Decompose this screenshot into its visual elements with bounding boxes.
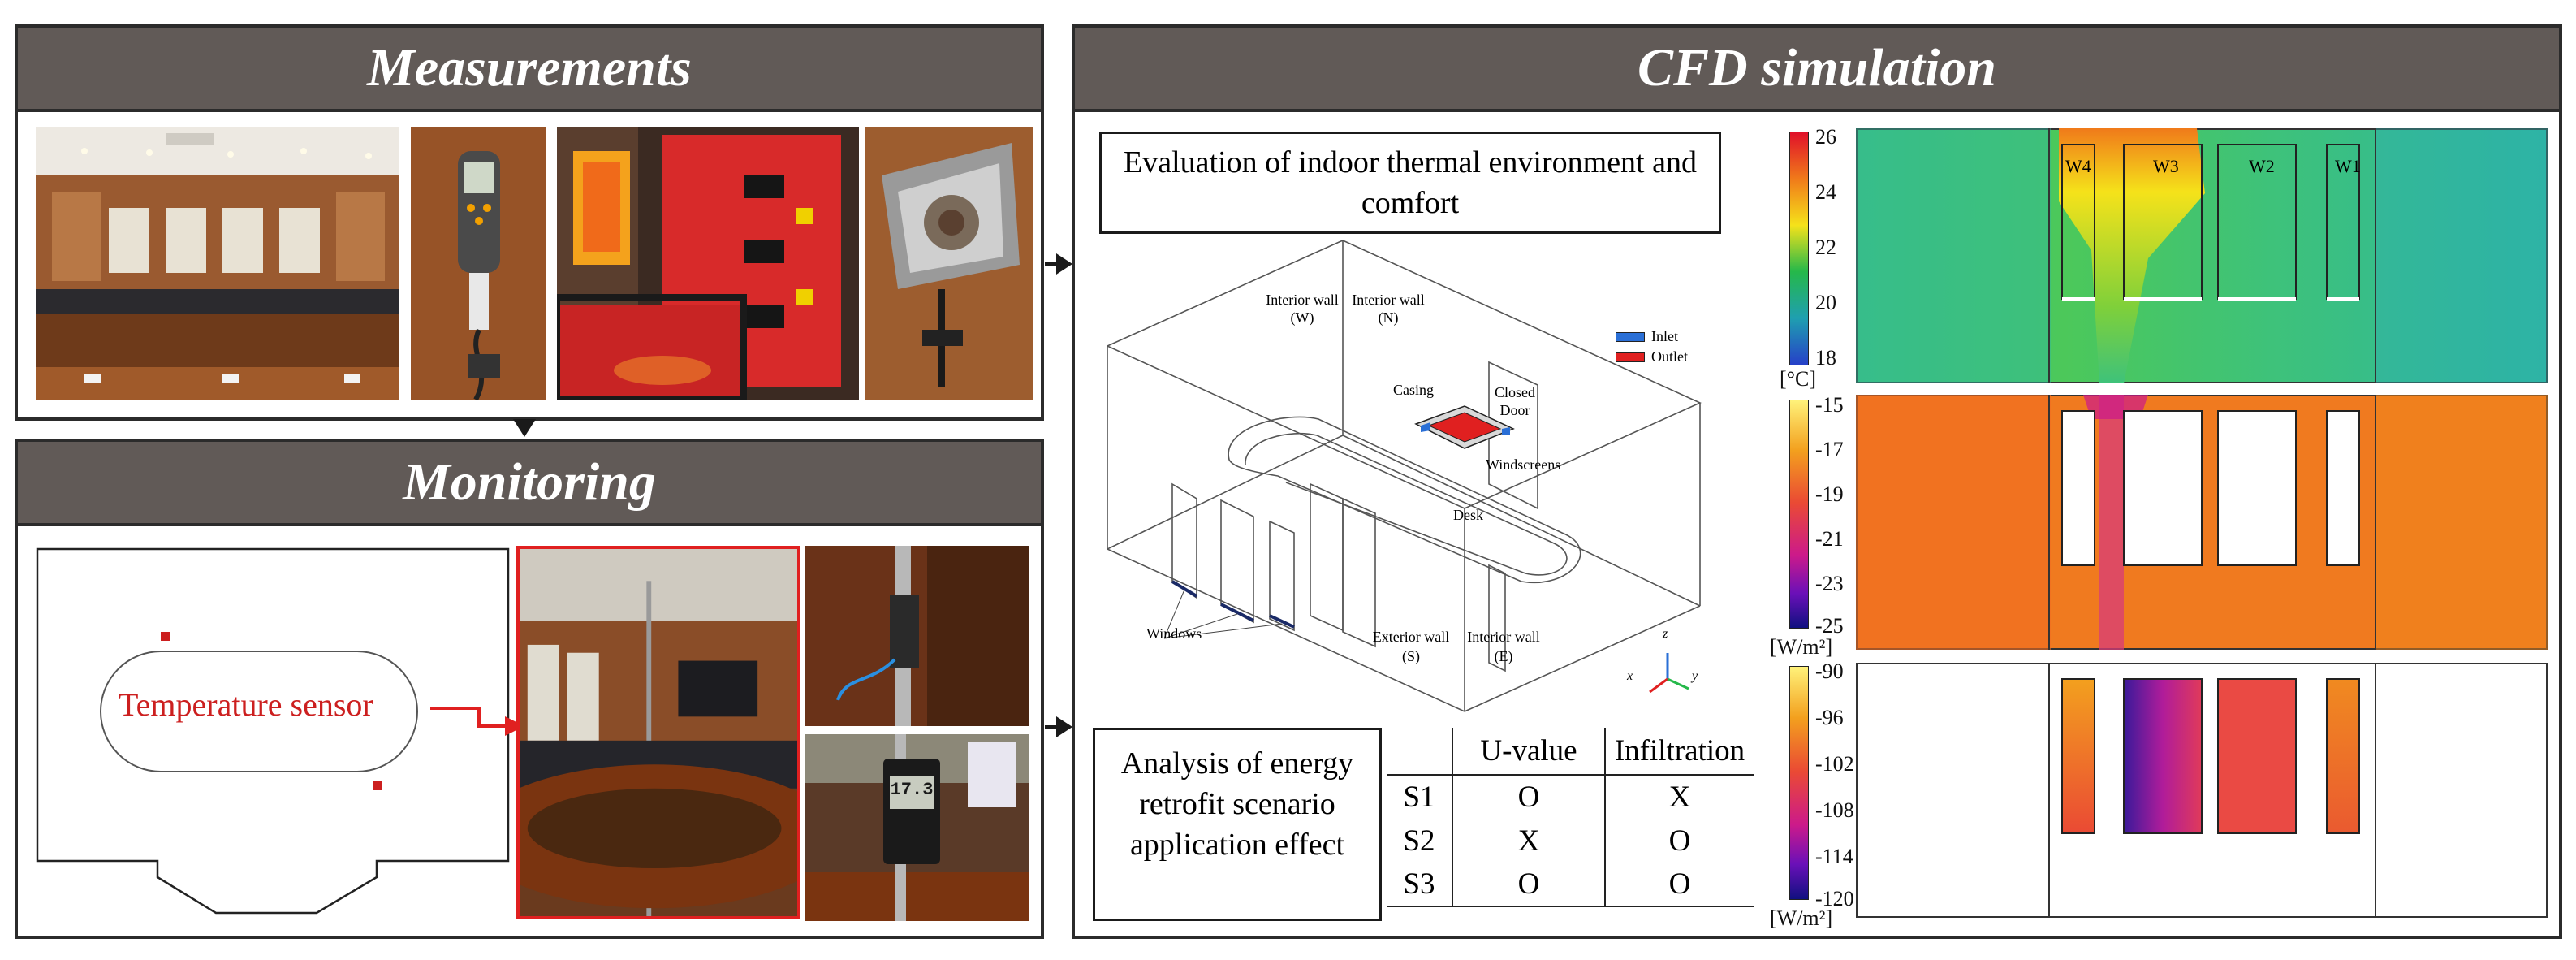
analysis-box: Analysis of energy retrofit scenario app… [1093,728,1382,921]
floor-plan [36,547,510,915]
temperature-sensor-label: Temperature sensor [119,686,373,723]
monitoring-title: Monitoring [18,442,1041,526]
room-isometric-diagram [1107,240,1702,712]
label-interior-wall-w: Interior wall (W) [1266,292,1339,326]
table-cell: X [1452,819,1606,863]
monitoring-room-photo [516,546,800,919]
temperature-contour-plot [1856,128,2548,383]
logger-reading: 17.3 [890,780,934,800]
table-header-cell [1387,728,1453,775]
data-logger-photo: 17.3 [805,734,1029,921]
label-interior-wall-n: Interior wall (N) [1352,292,1425,326]
outlet-swatch [1616,352,1645,362]
label-interior-wall-e: Interior wall (E) [1467,629,1540,664]
colorbar-tick: -120 [1815,887,1854,910]
cfd-title: CFD simulation [1075,28,2559,112]
colorbar-unit: [W/m²] [1770,635,1833,659]
wall-heatflux-contour-plot [1856,395,2548,650]
sensor-marker [161,632,170,641]
table-cell: O [1668,867,1691,901]
measurements-title: Measurements [18,28,1041,112]
right-arrow-icon [1045,716,1072,737]
colorbar-tick: -102 [1815,752,1854,776]
colorbar-unit: [°C] [1780,367,1817,391]
window-label-w4: W4 [2065,156,2091,176]
sensor-marker [373,781,382,790]
colorbar-tick: -96 [1815,706,1844,729]
sensor-closeup-photo [805,546,1029,726]
table-cell: S1 [1387,775,1453,819]
label-desk: Desk [1453,507,1483,523]
table-header-cell: Infiltration [1614,734,1745,768]
legend-item: Outlet [1616,348,1688,365]
label-casing: Casing [1393,382,1435,398]
colorbar-tick: 18 [1815,346,1836,370]
table-header-cell: U-value [1452,728,1606,775]
legend: Inlet Outlet [1616,328,1688,365]
measurement-device-photo [557,127,859,400]
axis-y-label: y [1692,669,1698,683]
window-label-w1: W1 [2335,156,2361,176]
window-heatflux-contour-plot [1856,663,2548,918]
colorbar-tick: -21 [1815,527,1844,551]
table-cell: S2 [1387,819,1453,863]
down-arrow-icon [513,419,536,437]
table-cell: O [1668,824,1691,858]
meeting-room-photo [36,127,399,400]
table-cell: O [1452,863,1606,906]
legend-item: Inlet [1616,328,1688,345]
handheld-meter-photo [411,127,546,400]
colorbar-tick: 22 [1815,236,1836,259]
right-arrow-icon [1045,253,1072,275]
monitoring-panel: Monitoring Temperature sensor [15,439,1044,939]
label-exterior-wall-s: Exterior wall (S) [1372,629,1450,664]
scenario-table: U-value Infiltration S1 O X S2 X O S3 O … [1387,728,1754,907]
colorbar-tick: -15 [1815,393,1844,417]
window-label-w2: W2 [2249,156,2275,176]
heat-flux-sensor-photo [865,127,1033,400]
cfd-panel: CFD simulation Evaluation of indoor ther… [1072,24,2562,939]
colorbar-tick: 26 [1815,125,1836,149]
colorbar-tick: -25 [1815,614,1844,638]
measurements-panel: Measurements [15,24,1044,421]
evaluation-box: Evaluation of indoor thermal environment… [1099,132,1721,234]
window-label-w3: W3 [2153,156,2179,176]
colorbar-tick: -114 [1815,845,1853,868]
label-windscreens: Windscreens [1486,456,1561,473]
colorbar-tick: -90 [1815,659,1844,683]
label-closed-door: Closed Door [1494,384,1535,418]
window-heatflux-colorbar [1789,666,1809,900]
table-cell: S3 [1387,863,1453,906]
inlet-swatch [1616,331,1645,342]
colorbar-tick: -108 [1815,798,1854,822]
sensor-pointer-arrow [430,707,524,736]
axis-x-label: x [1627,669,1633,683]
table-cell: O [1452,775,1606,819]
colorbar-tick: 24 [1815,180,1836,204]
temperature-colorbar [1789,132,1809,365]
colorbar-tick: -17 [1815,438,1844,461]
colorbar-unit: [W/m²] [1770,906,1833,930]
table-cell: X [1668,781,1691,814]
heatflux-colorbar [1789,400,1809,629]
colorbar-tick: -19 [1815,482,1844,506]
colorbar-tick: -23 [1815,572,1844,595]
label-windows: Windows [1146,625,1202,642]
axis-z-label: z [1663,627,1668,641]
colorbar-tick: 20 [1815,291,1836,314]
